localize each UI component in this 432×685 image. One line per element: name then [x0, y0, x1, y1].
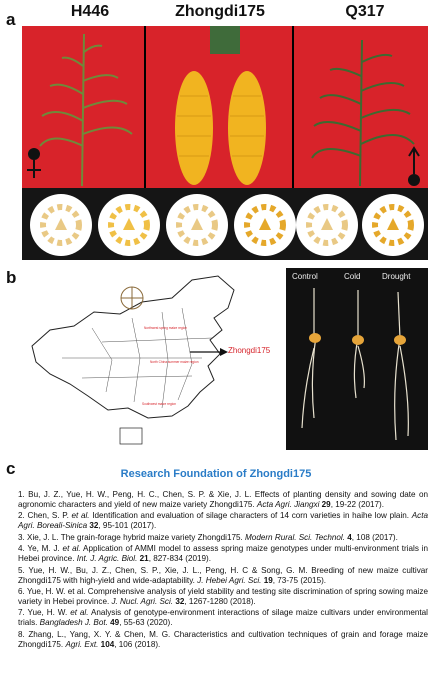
reference-segment: Application of AMMI model to assess spri… [18, 544, 428, 564]
arrow-icon [220, 348, 228, 356]
reference-segment: Agri. Ext. [65, 639, 99, 649]
reference-item: 4. Ye, M. J. et al. Application of AMMI … [18, 544, 428, 564]
south-china-sea-inset [119, 427, 143, 445]
reference-segment: Identification and evaluation of silage … [89, 511, 412, 521]
reference-segment: Bangladesh J. Bot. [39, 618, 108, 628]
q317-plant [311, 39, 415, 187]
reference-segment: 29 [321, 500, 331, 509]
germ-label-cold: Cold [344, 272, 361, 281]
reference-segment: Int. J. Agric. Biol. [76, 554, 138, 564]
reference-segment: , 19-22 (2017). [330, 500, 384, 509]
reference-segment: 32 [175, 596, 185, 606]
reference-segment: J. Nucl. Agri. Sci. [111, 596, 174, 606]
reference-item: 2. Chen, S. P. et al. Identification and… [18, 511, 428, 531]
reference-segment: , 827-834 (2019). [148, 554, 212, 564]
reference-segment: 32 [89, 521, 99, 531]
seedlings-illustration [301, 288, 409, 441]
reference-segment: 21 [139, 554, 149, 564]
panel-label-a: a [6, 10, 16, 29]
section-title: Research Foundation of Zhongdi175 [120, 468, 312, 480]
plants-illustration [27, 26, 420, 187]
kernel-row [22, 188, 428, 260]
reference-segment: 2. Chen, S. P. [18, 511, 72, 521]
reference-segment: 1. Bu, J. Z., Yue, H. W., Peng, H. C., C… [18, 490, 428, 509]
reference-segment: , 1267-1280 (2018). [184, 596, 256, 606]
germination-photo: Control Cold Drought [286, 268, 428, 450]
reference-segment: , 55-63 (2020). [119, 618, 173, 628]
reference-segment: , 95-101 (2017). [98, 521, 157, 531]
reference-segment: Acta Agri. Jiangxi [256, 500, 320, 509]
map-region-label-2: North China summer maize region [150, 360, 199, 364]
maize-photo-panel [22, 26, 428, 260]
reference-segment: Acta Agri. Boreali-Sinica [18, 511, 428, 531]
panel-label-c: c [6, 459, 16, 478]
reference-list: 1. Bu, J. Z., Yue, H. W., Peng, H. C., C… [18, 490, 428, 651]
reference-segment: et al. [70, 608, 89, 618]
reference-segment: , 108 (2017). [351, 532, 398, 542]
map-zhongdi175-label: Zhongdi175 [228, 346, 271, 355]
reference-item: 6. Yue, H. W. et al. Comprehensive analy… [18, 587, 428, 607]
reference-segment: 5. Yue, H. W., Bu, J. Z., Chen, S. P., X… [18, 565, 428, 585]
reference-item: 7. Yue, H. W. et al. Analysis of genotyp… [18, 608, 428, 628]
reference-segment: , 106 (2018). [114, 639, 161, 649]
reference-segment: Modern Rural. Sci. Technol. [245, 532, 345, 542]
china-map: Zhongdi175 Northwest spring maize region… [22, 268, 284, 450]
reference-item: 5. Yue, H. W., Bu, J. Z., Chen, S. P., X… [18, 566, 428, 586]
reference-item: 1. Bu, J. Z., Yue, H. W., Peng, H. C., C… [18, 490, 428, 510]
male-symbol [408, 146, 420, 186]
reference-item: 3. Xie, J. L. The grain-forage hybrid ma… [18, 533, 428, 543]
female-symbol [27, 148, 41, 178]
reference-segment: 8. Zhang, L., Yang, X. Y. & Chen, M. G. … [18, 629, 428, 649]
reference-segment: 7. Yue, H. W. [18, 608, 71, 618]
reference-segment: 19 [263, 575, 273, 585]
h446-plant [39, 33, 133, 187]
reference-segment: 4 [347, 532, 352, 542]
corn-ears [175, 71, 266, 185]
china-map-outline [31, 275, 235, 445]
reference-segment: 104 [100, 639, 115, 649]
reference-item: 8. Zhang, L., Yang, X. Y. & Chen, M. G. … [18, 630, 428, 650]
field-thumbnail [210, 26, 240, 54]
germ-label-drought: Drought [382, 272, 411, 281]
reference-segment: J. Hebei Agri. Sci. [197, 575, 262, 585]
map-region-label-1: Northwest spring maize region [144, 326, 188, 330]
germ-label-control: Control [292, 272, 318, 281]
reference-segment: et al. [62, 544, 81, 554]
reference-segment: 6. Yue, H. W. et al. Comprehensive analy… [18, 586, 428, 606]
reference-segment: 49 [110, 618, 120, 628]
reference-segment: Analysis of genotype-environment interac… [18, 608, 428, 628]
reference-segment: , 73-75 (2015). [272, 575, 327, 585]
reference-segment: et al. [71, 511, 90, 521]
reference-segment: 4. Ye, M. J. [18, 544, 63, 554]
reference-segment: 3. Xie, J. L. The grain-forage hybrid ma… [18, 532, 246, 542]
kernel-marks [40, 204, 414, 246]
label-h446: H446 [70, 3, 110, 20]
label-q317: Q317 [345, 3, 385, 20]
map-region-label-3: Southwest maize region [142, 402, 177, 406]
panel-label-b: b [6, 268, 17, 287]
label-zhongdi175: Zhongdi175 [175, 3, 265, 20]
